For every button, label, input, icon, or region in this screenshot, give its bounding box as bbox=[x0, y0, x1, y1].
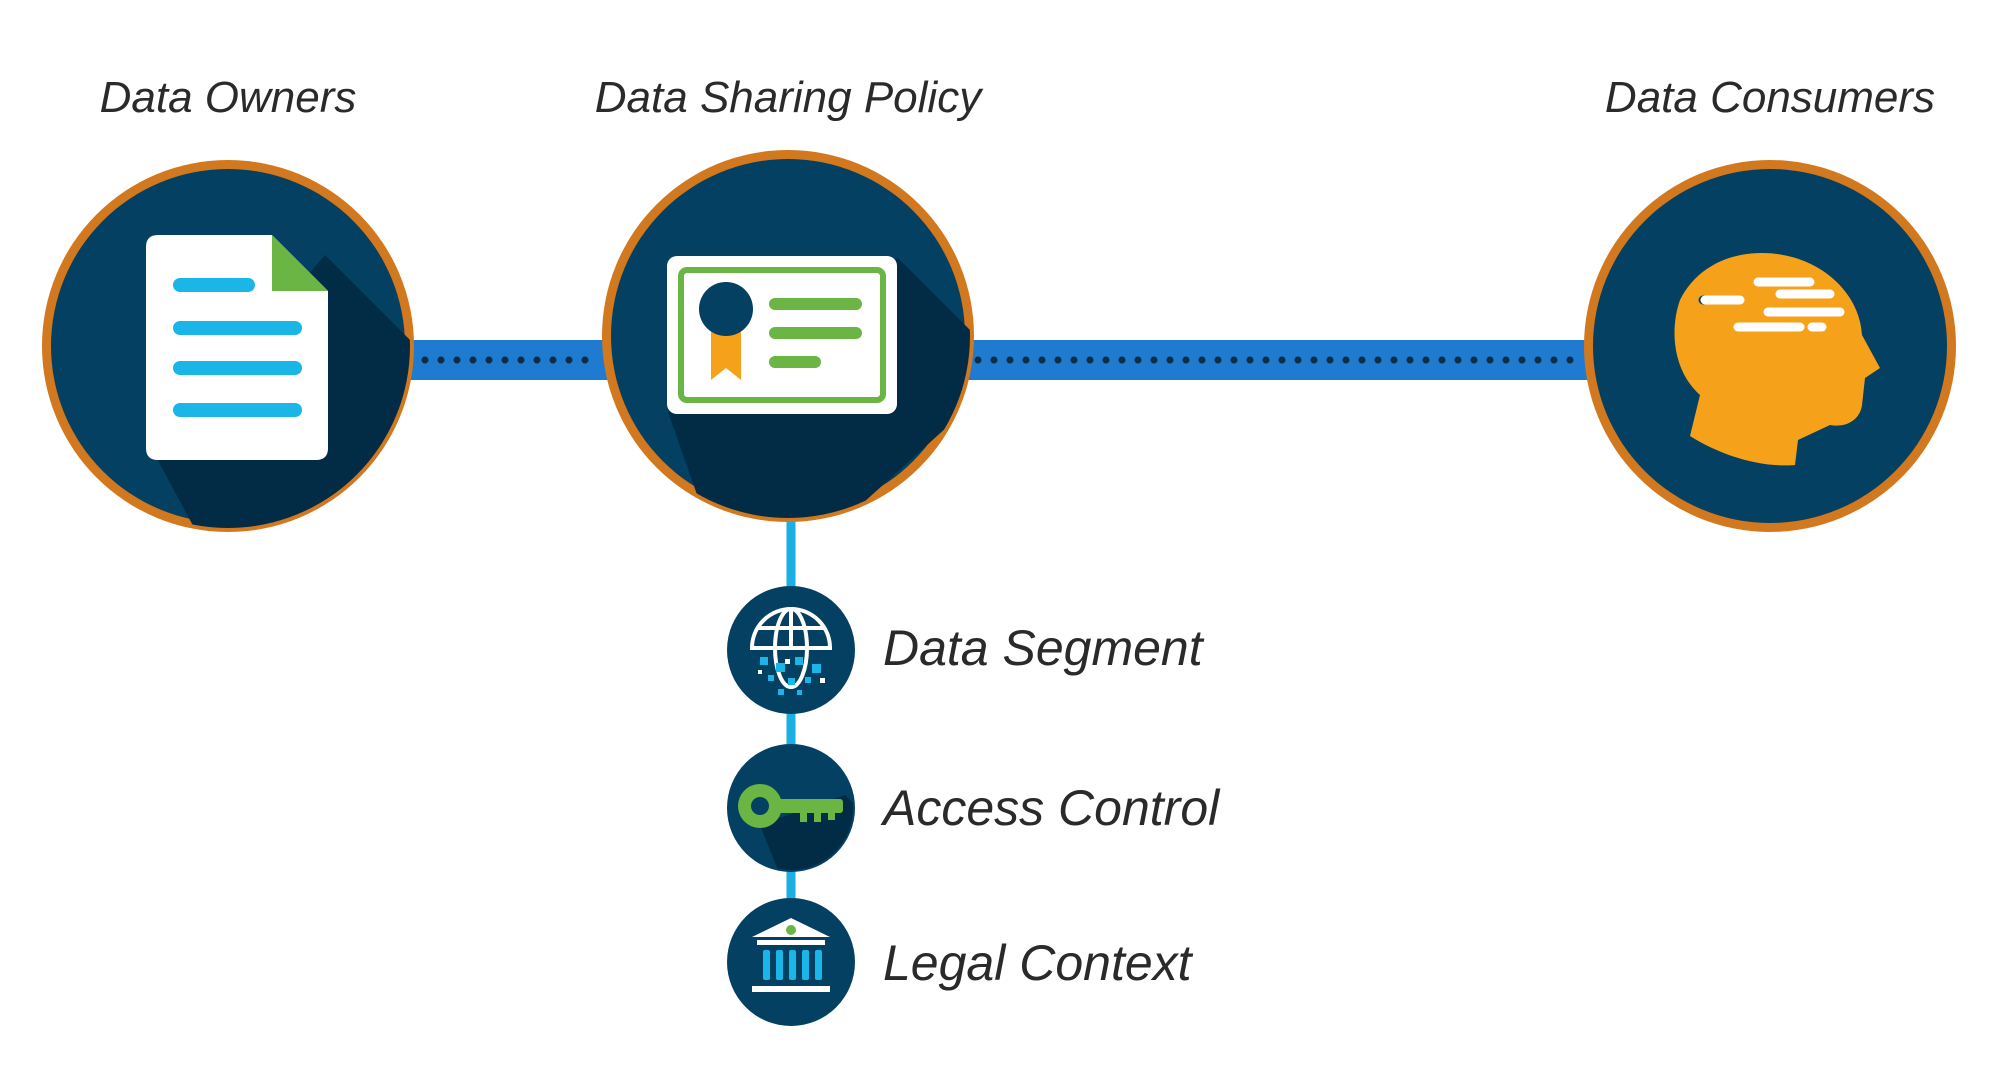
connector-owners-policy bbox=[400, 340, 620, 380]
component-access-control bbox=[727, 744, 855, 872]
label-data-owners: Data Owners bbox=[100, 73, 357, 122]
label-data-sharing-policy: Data Sharing Policy bbox=[595, 73, 984, 122]
node-data-consumers bbox=[1584, 160, 1956, 532]
certificate-icon bbox=[667, 256, 897, 414]
bank-icon bbox=[752, 918, 830, 992]
key-icon bbox=[738, 784, 843, 828]
connector-policy-consumers bbox=[960, 340, 1600, 380]
globe-data-icon bbox=[749, 607, 833, 689]
label-legal-context: Legal Context bbox=[883, 935, 1194, 991]
label-data-consumers: Data Consumers bbox=[1605, 73, 1935, 122]
component-data-segment bbox=[727, 586, 855, 714]
component-legal-context bbox=[727, 898, 855, 1026]
label-access-control: Access Control bbox=[880, 780, 1221, 836]
label-data-segment: Data Segment bbox=[883, 620, 1205, 676]
node-data-sharing-policy bbox=[602, 150, 974, 522]
document-icon bbox=[146, 235, 328, 460]
head-icon bbox=[1674, 253, 1880, 466]
node-data-owners bbox=[42, 160, 414, 532]
